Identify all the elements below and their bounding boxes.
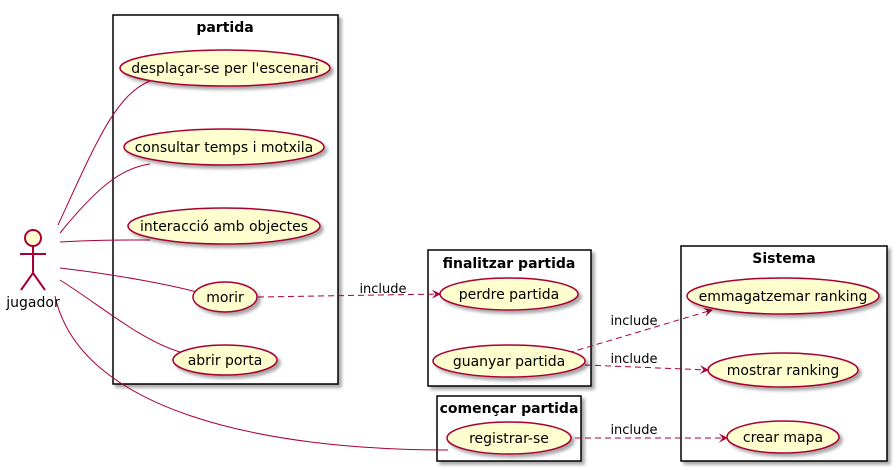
include-relations <box>257 289 728 443</box>
usecase-abrir-label: abrir porta <box>188 353 263 369</box>
usecase-desplacar[interactable]: desplaçar-se per l'escenari <box>119 49 331 87</box>
usecase-morir[interactable]: morir <box>192 281 258 313</box>
package-sistema-title: Sistema <box>752 251 815 267</box>
usecase-interaccio-label: interacció amb objectes <box>140 219 308 235</box>
include-label-mostrar: include <box>610 352 657 367</box>
usecase-emmagatzemar-label: emmagatzemar ranking <box>699 289 868 305</box>
package-comencar-title: començar partida <box>440 401 579 417</box>
usecase-mostrar[interactable]: mostrar ranking <box>707 352 859 388</box>
include-label-morir: include <box>359 282 406 297</box>
package-partida-title: partida <box>196 20 253 36</box>
usecase-desplacar-label: desplaçar-se per l'escenari <box>131 61 318 77</box>
usecase-registrar[interactable]: registrar-se <box>446 421 572 455</box>
include-guanyar-mostrar <box>584 364 709 375</box>
assoc-consultar <box>59 163 151 234</box>
assoc-abrir <box>59 279 181 353</box>
include-guanyar-emmagatzemar <box>567 308 713 354</box>
usecase-mostrar-label: mostrar ranking <box>727 363 840 379</box>
usecase-consultar[interactable]: consultar temps i motxila <box>123 128 325 166</box>
actor-jugador-label: jugador <box>5 295 60 311</box>
actor-right-leg <box>32 272 46 291</box>
usecase-morir-label: morir <box>206 290 244 306</box>
actor-associations <box>54 80 449 451</box>
usecase-interaccio[interactable]: interacció amb objectes <box>127 207 321 245</box>
include-label-emmagatzemar: include <box>610 314 657 329</box>
usecase-perdre[interactable]: perdre partida <box>439 277 579 311</box>
actor-head <box>24 229 42 247</box>
assoc-morir <box>59 267 198 293</box>
assoc-registrar <box>54 295 449 451</box>
usecase-emmagatzemar[interactable]: emmagatzemar ranking <box>686 277 880 315</box>
usecase-registrar-label: registrar-se <box>469 431 549 447</box>
actor-left-leg <box>20 272 34 291</box>
assoc-desplacar <box>57 80 151 226</box>
usecase-crear-label: crear mapa <box>743 430 823 446</box>
usecase-crear[interactable]: crear mapa <box>726 420 840 454</box>
include-label-crear: include <box>610 423 657 438</box>
assoc-interaccio <box>59 239 151 243</box>
actor-jugador[interactable] <box>20 229 46 291</box>
include-morir-perdre <box>257 289 441 299</box>
usecase-perdre-label: perdre partida <box>459 287 559 303</box>
usecase-consultar-label: consultar temps i motxila <box>135 140 314 156</box>
usecase-guanyar-label: guanyar partida <box>453 354 565 370</box>
usecase-abrir[interactable]: abrir porta <box>172 344 278 376</box>
usecase-guanyar[interactable]: guanyar partida <box>432 344 586 378</box>
package-finalitzar-title: finalitzar partida <box>443 256 576 272</box>
